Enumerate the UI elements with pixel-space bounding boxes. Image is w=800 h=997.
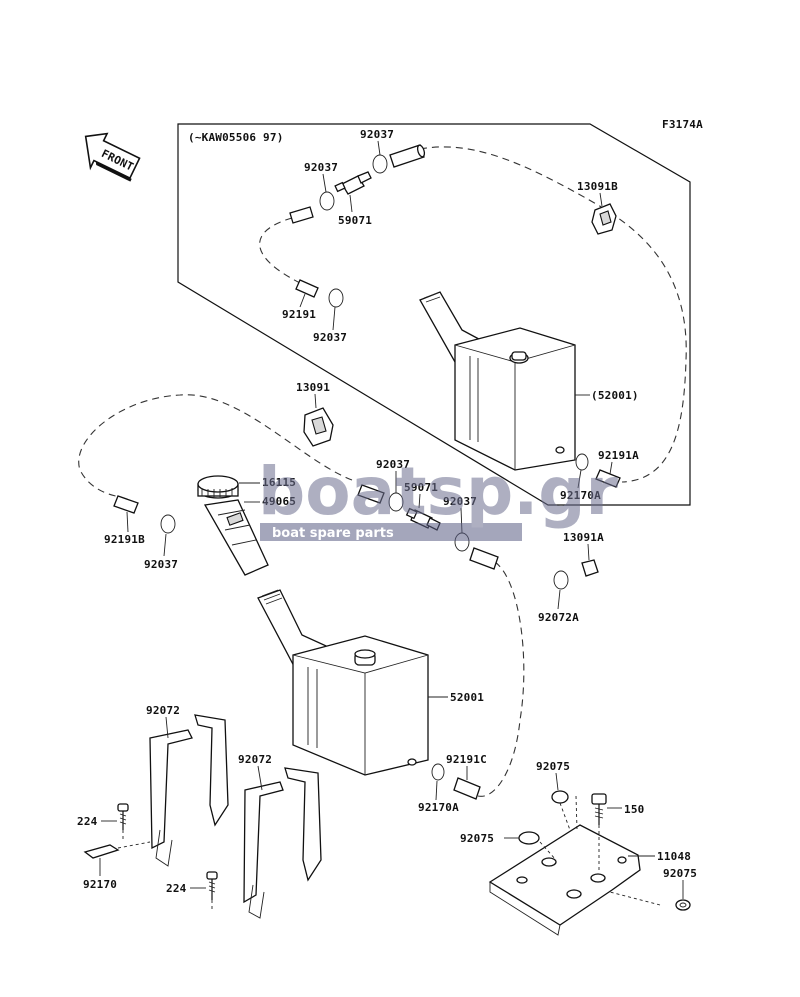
label-92037: 92037 <box>144 558 178 571</box>
mounting-plate <box>488 824 641 936</box>
washer-icon <box>675 899 691 911</box>
watermark-brand: boatsp.gr <box>258 453 619 530</box>
label-13091A: 13091A <box>563 531 604 544</box>
hose-piece <box>289 206 314 224</box>
label-92072A: 92072A <box>538 611 579 624</box>
label-92075: 92075 <box>460 832 494 845</box>
hose-piece <box>113 495 139 514</box>
label-16115: 16115 <box>262 476 296 489</box>
label-92075: 92075 <box>536 760 570 773</box>
label-92037: 92037 <box>360 128 394 141</box>
bolt-icon <box>117 803 129 830</box>
serial-note: (~KAW05506 97) <box>188 131 284 144</box>
label-224: 224 <box>166 882 187 895</box>
label-92170A: 92170A <box>418 801 459 814</box>
label-59071: 59071 <box>338 214 372 227</box>
label-13091: 13091 <box>296 381 330 394</box>
label-11048: 11048 <box>657 850 691 863</box>
rubber-pad <box>551 790 569 804</box>
grommet <box>591 203 617 235</box>
clamp-icon <box>431 763 445 781</box>
hose-piece <box>295 279 319 298</box>
hose-piece <box>469 547 499 570</box>
label-224: 224 <box>77 815 98 828</box>
oil-tank-upper <box>419 291 576 471</box>
label-92072: 92072 <box>146 704 180 717</box>
label-150: 150 <box>624 803 644 816</box>
clamp-icon <box>372 154 388 174</box>
strap-bracket <box>243 767 322 919</box>
label-92170A: 92170A <box>560 489 601 502</box>
clamp-icon <box>319 191 335 211</box>
early-model-frame <box>177 123 691 506</box>
oil-level-gauge <box>203 499 269 576</box>
label-92191A: 92191A <box>598 449 639 462</box>
label-92037: 92037 <box>313 331 347 344</box>
check-valve <box>334 171 372 195</box>
grommet <box>303 407 334 447</box>
front-arrow-icon: FRONT <box>84 132 141 182</box>
label-52001-ref: (52001) <box>591 389 639 402</box>
rubber-strip <box>83 844 120 859</box>
mid-hose-line-left <box>78 394 353 498</box>
label-92075: 92075 <box>663 867 697 880</box>
filler-cap <box>197 475 239 499</box>
label-92191B: 92191B <box>104 533 145 546</box>
mid-hose-line-right <box>477 561 525 797</box>
hose-piece <box>389 144 426 168</box>
bolt-icon <box>206 871 218 900</box>
label-92191C: 92191C <box>446 753 487 766</box>
rubber-pad <box>518 831 540 845</box>
label-49065: 49065 <box>262 495 296 508</box>
watermark-tagline: boat spare parts <box>272 526 394 541</box>
hose-piece <box>595 469 621 488</box>
label-59071: 59071 <box>404 481 438 494</box>
clamp-icon <box>160 514 176 534</box>
clamp-icon <box>328 288 344 308</box>
clamp-icon <box>575 453 589 471</box>
hose-piece <box>453 777 481 800</box>
label-52001: 52001 <box>450 691 484 704</box>
diagram-code: F3174A <box>662 118 703 131</box>
label-92037: 92037 <box>443 495 477 508</box>
watermark-logo: boatsp.gr boat spare parts <box>258 453 619 541</box>
label-92072: 92072 <box>238 753 272 766</box>
label-92170: 92170 <box>83 878 117 891</box>
hose-piece <box>357 484 385 504</box>
bolt-icon <box>591 793 607 825</box>
strap-bracket <box>149 714 229 867</box>
label-13091B: 13091B <box>577 180 618 193</box>
label-92037: 92037 <box>304 161 338 174</box>
label-92037: 92037 <box>376 458 410 471</box>
clamp-icon <box>553 570 569 590</box>
oil-tank-main <box>257 589 429 776</box>
upper-hose-left <box>259 217 301 284</box>
grommet <box>581 559 599 577</box>
label-92191: 92191 <box>282 308 316 321</box>
